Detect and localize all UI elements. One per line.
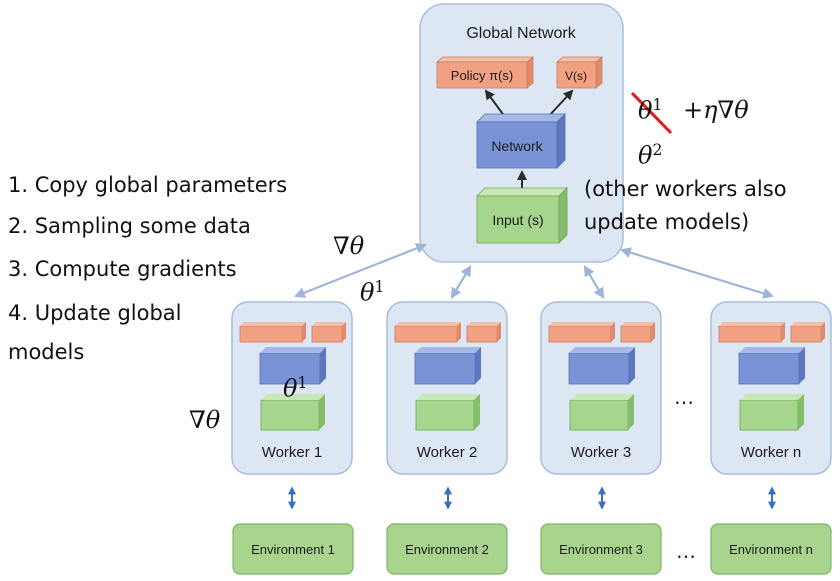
- step-3: 3. Compute gradients: [8, 257, 237, 281]
- theta-1-struck: θ1: [638, 96, 663, 125]
- worker-panel-n: Worker n: [710, 301, 832, 475]
- global-network-title: Global Network: [466, 25, 576, 42]
- worker-panel-2: Worker 2: [386, 301, 508, 475]
- environment-3-label: Environment 3: [559, 542, 643, 557]
- environment-1-label: Environment 1: [251, 542, 335, 557]
- worker-n-label: Worker n: [741, 444, 802, 461]
- network-label: Network: [491, 138, 543, 154]
- workers-ellipsis: …: [674, 385, 694, 409]
- note-line-1: (other workers also: [584, 177, 787, 201]
- network-box: Network: [476, 113, 566, 169]
- input-box: Input (s): [476, 187, 568, 244]
- environments-ellipsis: …: [676, 539, 696, 563]
- environment-box-1: Environment 1: [232, 523, 354, 575]
- environment-box-n: Environment n: [710, 523, 832, 575]
- policy-box: Policy π(s): [435, 56, 535, 89]
- environment-n-label: Environment n: [729, 542, 813, 557]
- step-4-continued: models: [8, 340, 85, 364]
- worker-1-label: Worker 1: [262, 444, 323, 461]
- step-4: 4. Update global: [8, 301, 182, 325]
- environment-2-label: Environment 2: [405, 542, 489, 557]
- arrow-global-worker-3: [583, 265, 605, 299]
- worker-2-label: Worker 2: [417, 444, 478, 461]
- worker-panel-3: Worker 3: [540, 301, 662, 475]
- grad-label-top: ∇θ: [333, 232, 364, 260]
- global-network-panel: Global Network Policy π(s) V(s) Network: [419, 3, 624, 263]
- update-term: +η∇θ: [683, 96, 749, 124]
- arrow-global-worker-1: [293, 243, 428, 298]
- strike-mark: [630, 91, 673, 135]
- worker-panel-1: Worker 1: [231, 301, 353, 475]
- value-box: V(s): [555, 56, 604, 89]
- arrow-global-worker-n: [619, 247, 775, 299]
- arrow-network-to-value: [547, 89, 574, 118]
- arrow-global-worker-2: [450, 265, 472, 299]
- theta-1-label-worker: θ1: [283, 374, 308, 403]
- grad-symbol-top: ∇θ: [333, 232, 365, 260]
- policy-label: Policy π(s): [451, 68, 513, 83]
- environment-box-3: Environment 3: [540, 523, 662, 575]
- step-1: 1. Copy global parameters: [8, 173, 288, 197]
- value-label: V(s): [565, 69, 587, 83]
- input-label: Input (s): [492, 212, 543, 228]
- environment-box-2: Environment 2: [386, 523, 508, 575]
- theta-1-label-left: θ1: [360, 278, 385, 307]
- grad-label-worker: ∇θ: [189, 406, 221, 434]
- arrow-network-to-policy: [484, 89, 506, 118]
- worker-3-label: Worker 3: [571, 444, 632, 461]
- note-line-2: update models): [584, 210, 750, 234]
- theta-2-label: θ2: [638, 141, 663, 170]
- step-2: 2. Sampling some data: [8, 214, 251, 238]
